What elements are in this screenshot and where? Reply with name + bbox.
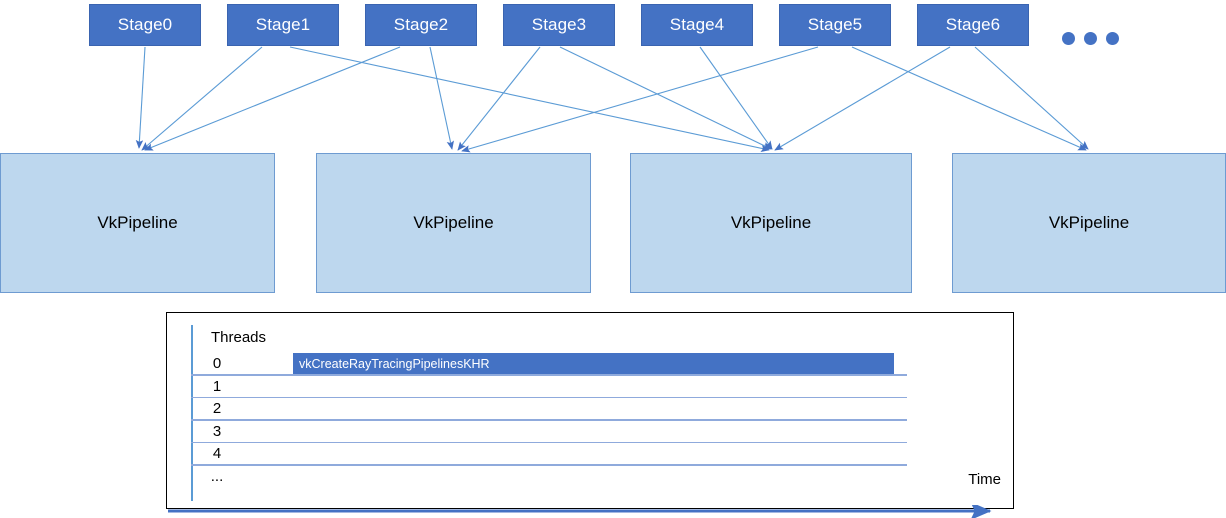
timeline-bar-label: vkCreateRayTracingPipelinesKHR <box>299 356 490 371</box>
stage-label: Stage5 <box>807 15 863 34</box>
pipeline-label: VkPipeline <box>1048 213 1130 232</box>
thread-label-1: 1 <box>212 377 222 395</box>
pipeline-label: VkPipeline <box>413 213 494 232</box>
stage-box-6[interactable]: Stage6 <box>917 4 1029 46</box>
thread-label-2: 2 <box>212 400 222 417</box>
stage-label: Stage4 <box>669 15 725 34</box>
stage-label: Stage3 <box>531 15 587 34</box>
thread-label-4: 4 <box>212 445 222 462</box>
edge-4 <box>457 46 541 151</box>
stage-box-5[interactable]: Stage5 <box>779 4 891 46</box>
edge-2 <box>144 46 401 151</box>
stage-box-2[interactable]: Stage2 <box>365 4 477 46</box>
edge-9 <box>774 46 951 151</box>
thread-timeline-panel: Threads 0 vkCreateRayTracingPipelinesKHR 1… <box>166 312 1014 509</box>
stage-label: Stage0 <box>117 15 173 34</box>
edge-1 <box>141 46 263 151</box>
thread-row-line-1 <box>191 396 907 399</box>
stage-label: Stage1 <box>255 15 311 34</box>
pipeline-label: VkPipeline <box>97 213 178 232</box>
stage-box-1[interactable]: Stage1 <box>227 4 339 46</box>
stage-label: Stage6 <box>945 15 1001 34</box>
timeline-bar-0[interactable]: vkCreateRayTracingPipelinesKHR <box>293 353 894 374</box>
edge-6 <box>289 46 770 152</box>
pipeline-box-2[interactable]: VkPipeline <box>630 153 912 293</box>
edge-5 <box>461 46 819 153</box>
thread-label-...: ... <box>210 467 224 485</box>
thread-row-line-0 <box>191 374 907 376</box>
edge-8 <box>699 46 773 150</box>
thread-label-3: 3 <box>212 422 222 440</box>
edge-10 <box>851 46 1087 151</box>
edge-11 <box>974 46 1089 150</box>
pipeline-box-3[interactable]: VkPipeline <box>952 153 1226 293</box>
pipeline-box-1[interactable]: VkPipeline <box>316 153 591 293</box>
pipeline-box-0[interactable]: VkPipeline <box>0 153 275 293</box>
edge-7 <box>559 46 772 150</box>
more-stages-ellipsis-icon <box>1062 32 1119 45</box>
stage-box-0[interactable]: Stage0 <box>89 4 201 46</box>
timeline-vertical-axis <box>191 325 193 501</box>
thread-row-line-2 <box>191 419 907 421</box>
threads-header-label: Threads <box>211 329 267 346</box>
thread-label-0: 0 <box>212 355 222 372</box>
time-axis-label: Time <box>968 471 1001 488</box>
pipeline-label: VkPipeline <box>730 213 812 232</box>
thread-row-line-4 <box>191 464 907 466</box>
stage-label: Stage2 <box>393 15 449 34</box>
stage-box-4[interactable]: Stage4 <box>641 4 753 46</box>
edge-3 <box>429 46 454 150</box>
time-axis-arrow <box>168 505 992 518</box>
edge-0 <box>135 46 146 149</box>
stage-box-3[interactable]: Stage3 <box>503 4 615 46</box>
thread-row-line-3 <box>191 441 907 444</box>
